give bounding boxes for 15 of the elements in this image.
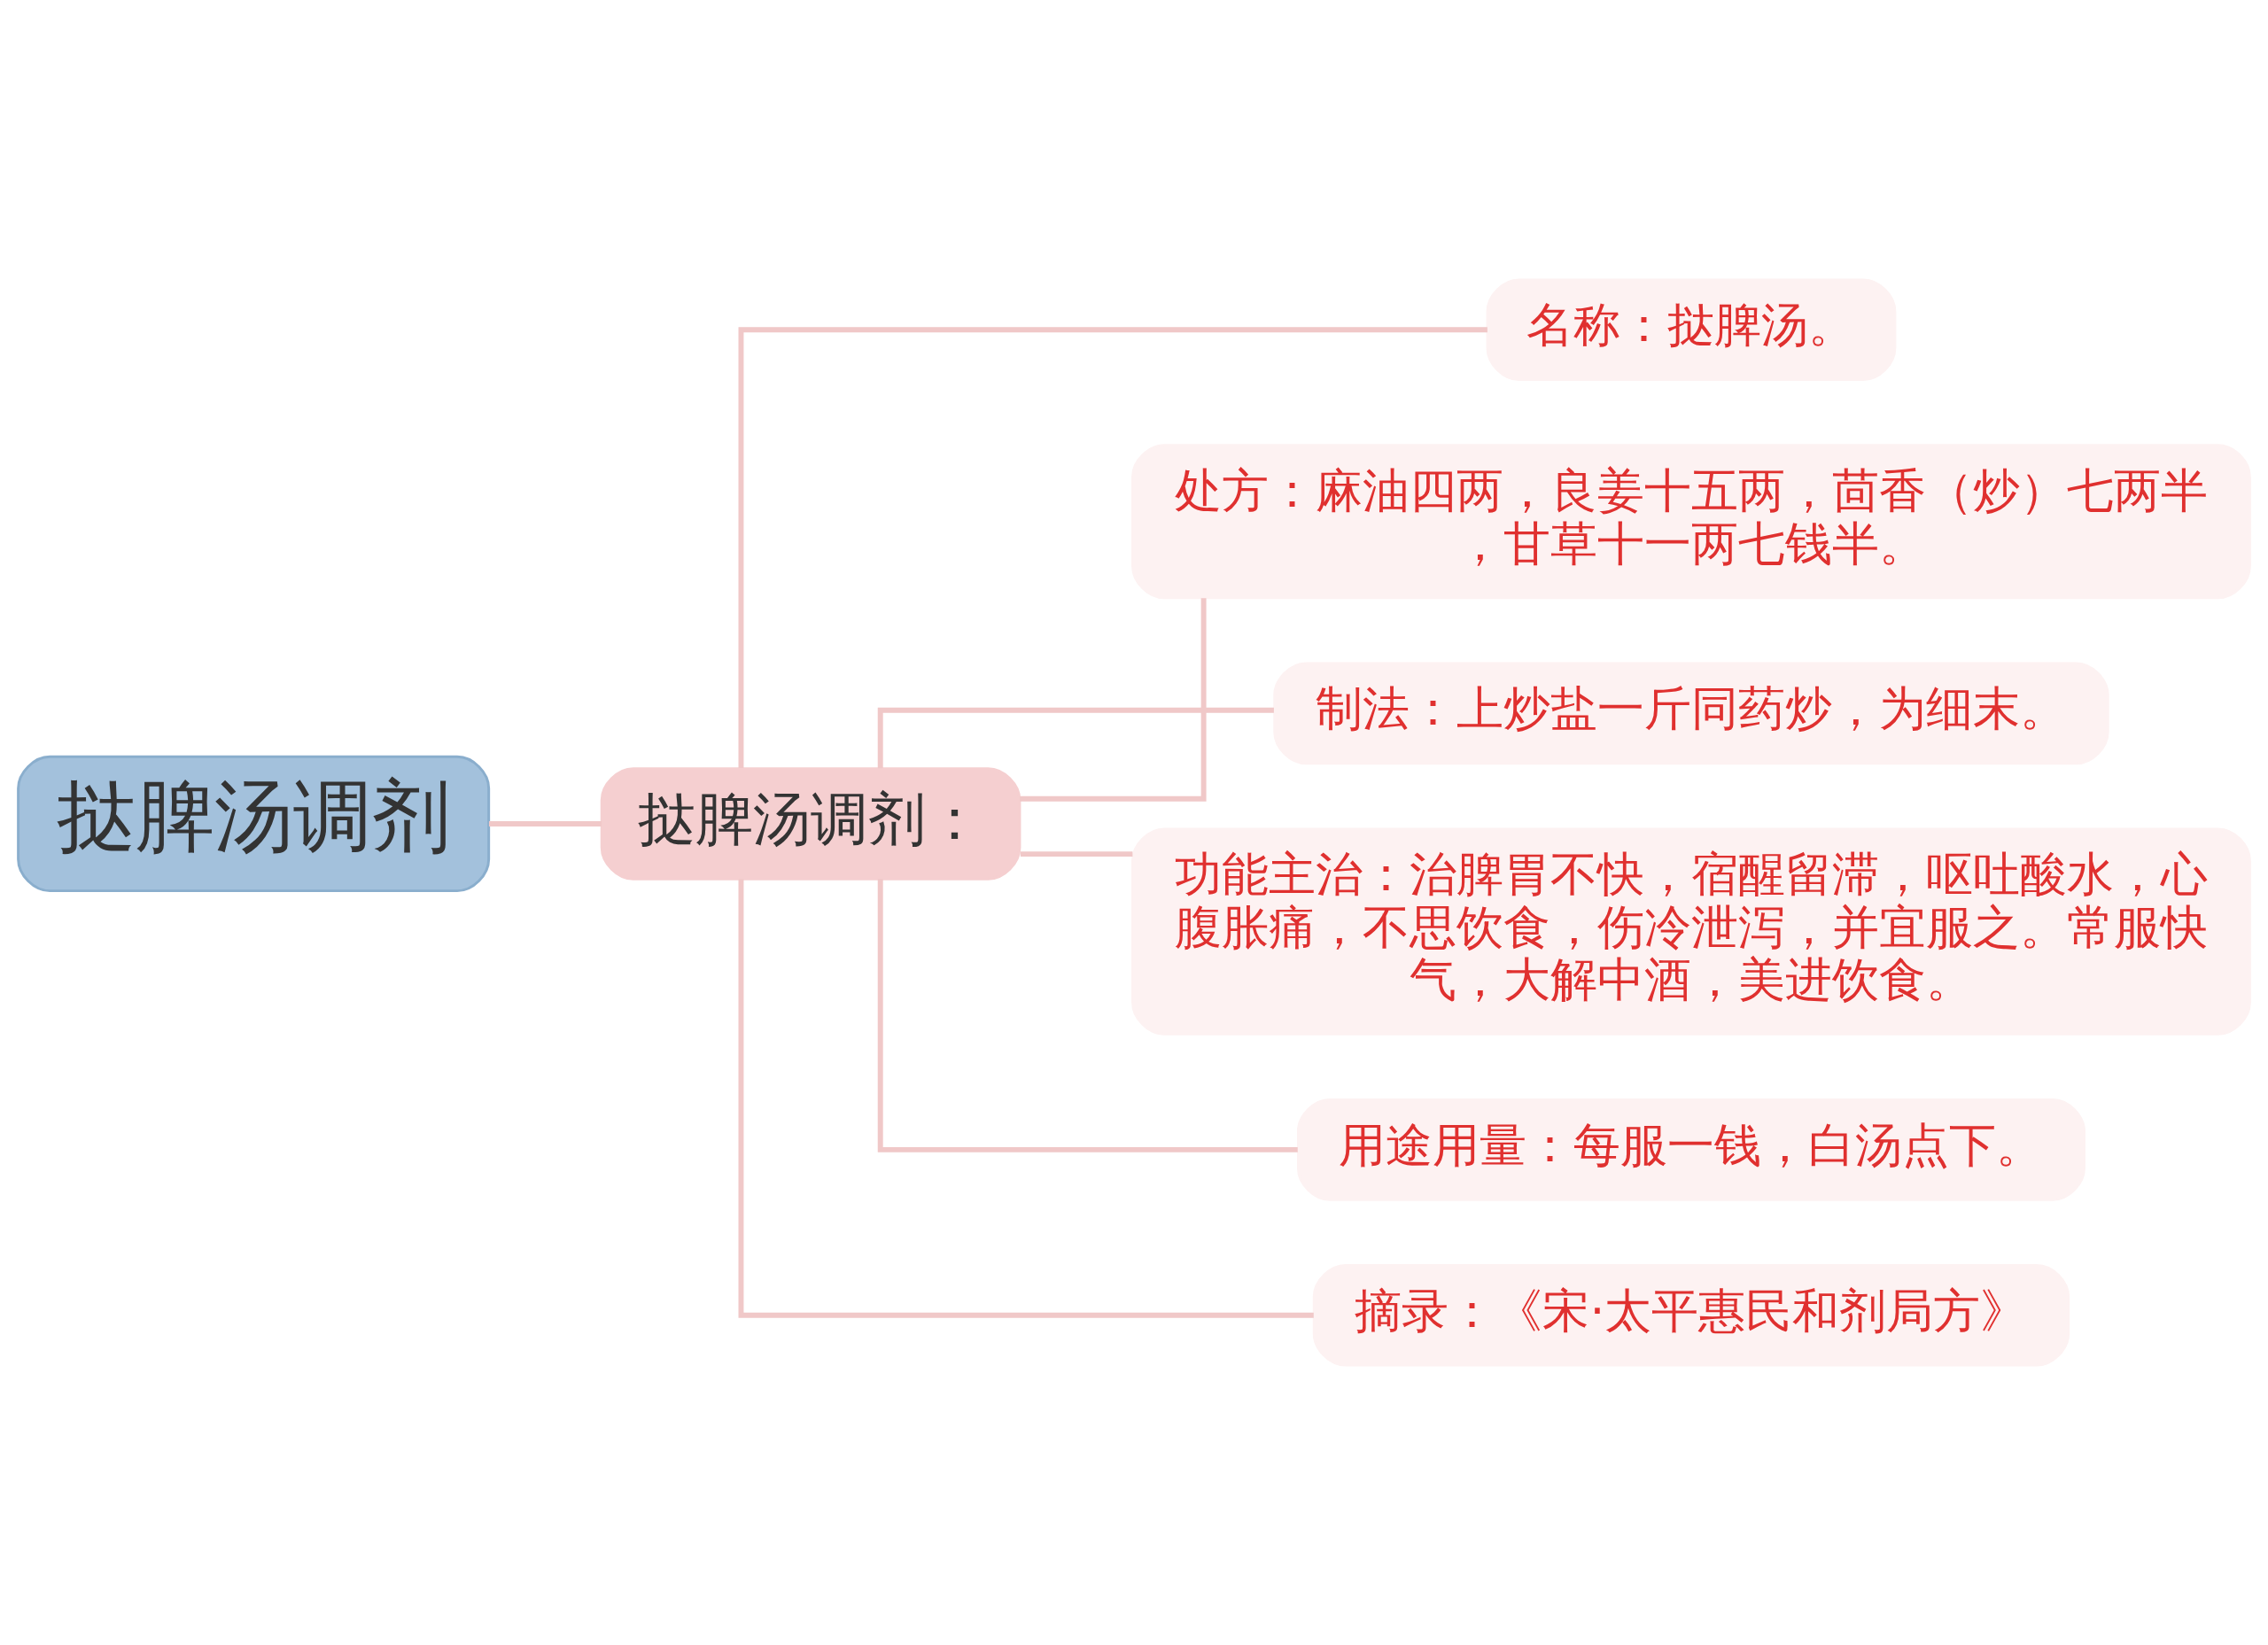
node-box: 功能主治：治脾胃不快，宿醒留滞，呕吐酸水，心腹胀痛，不思饮食，伤冷泄泻，并宜服之。常服快气，大解中酒，美进饮食。: [1131, 827, 2251, 1036]
node-box: 挞脾汤调剂: [17, 755, 491, 893]
connector: [877, 879, 1298, 1152]
node-box: 名称：挞脾汤。: [1486, 278, 1897, 382]
connector: [1020, 598, 1207, 802]
node-box: 处方：麻油四两，良姜十五两，茴香（炒）七两半，甘草十一两七钱半。: [1131, 444, 2251, 600]
node-box: 挞脾汤调剂：: [600, 767, 1021, 881]
connector: [738, 327, 1487, 769]
node-box: 制法：上炒盐一斤同药炒，为细末。: [1273, 662, 2109, 765]
node-box: 用途用量：每服一钱，白汤点下。: [1296, 1098, 2085, 1201]
connector: [738, 879, 1314, 1318]
connector: [877, 707, 1274, 769]
node-box: 摘录：《宋·太平惠民和剂局方》: [1312, 1263, 2070, 1367]
connector: [488, 821, 602, 826]
connector: [1020, 851, 1133, 857]
